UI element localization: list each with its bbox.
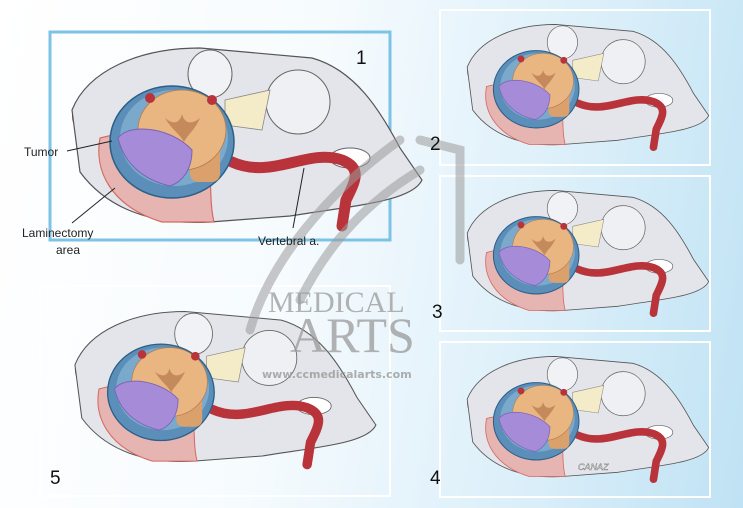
panel-number-4: 4 [430,468,441,489]
watermark-arts: ARTS [290,307,415,363]
panel-3-frame [439,175,711,332]
vertebra-panel-1 [72,48,422,226]
artist-signature: CANAZ [578,462,609,472]
label-laminectomy-2: area [56,243,80,257]
watermark-medical: MEDICAL [268,286,405,319]
panel-number-3: 3 [432,302,443,323]
vertebra-panel-3 [467,190,709,313]
watermark-logo: MEDICAL ARTS www.ccmedicalarts.com CANAZ [245,135,609,472]
panel-number-1: 1 [356,48,367,69]
label-laminectomy-1: Laminectomy [22,226,93,240]
panel-number-2: 2 [430,134,441,155]
panel-5-frame [39,285,391,497]
panel-2-frame [439,9,711,166]
panel-4-frame [439,341,711,498]
label-vertebral-artery: Vertebral a. [258,234,319,248]
vertebral-leader-line [292,167,305,229]
watermark-url: www.ccmedicalarts.com [262,368,412,381]
vertebra-panel-2 [467,24,709,147]
tumor-leader-line [66,140,113,152]
laminectomy-leader-line [71,187,116,224]
vertebra-panel-4 [467,356,709,479]
label-tumor: Tumor [24,145,58,159]
panel-number-5: 5 [50,468,61,489]
